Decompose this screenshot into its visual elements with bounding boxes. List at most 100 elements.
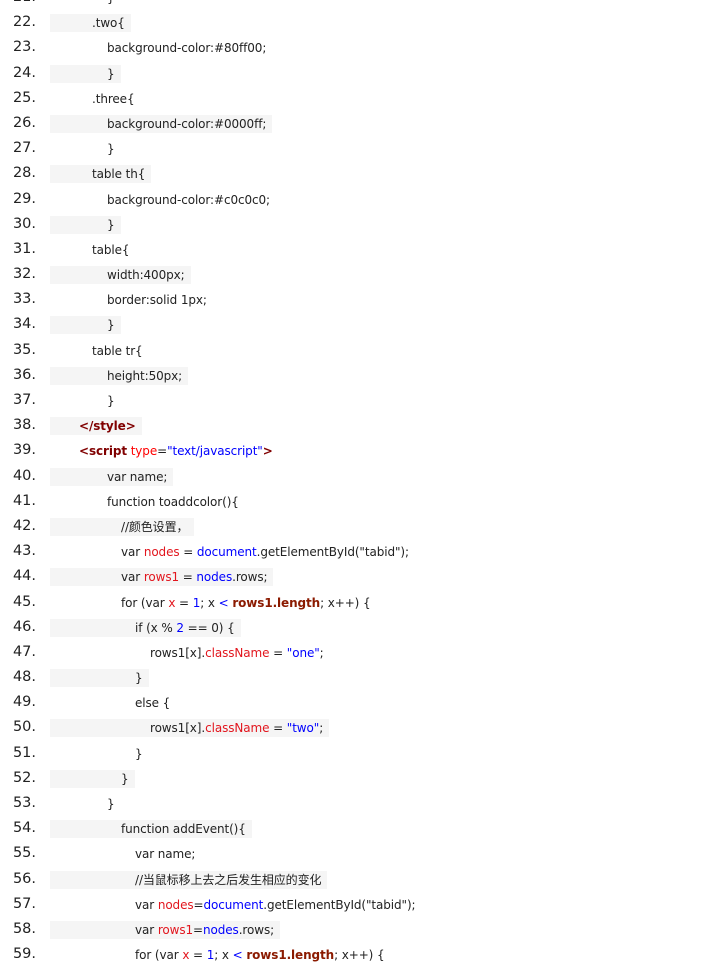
code-token: for (var	[121, 595, 169, 610]
code-text: else {	[135, 694, 176, 712]
line-number: 21.	[0, 0, 36, 10]
code-line: 24.}	[0, 61, 716, 86]
code-text: rows1[x].className = "two";	[50, 719, 330, 738]
code-text: var rows1 = nodes.rows;	[50, 568, 274, 587]
line-number: 58.	[12, 920, 36, 937]
line-number: 37.	[12, 392, 36, 408]
line-number: 45.	[12, 593, 36, 610]
code-token: for (var	[135, 948, 183, 963]
code-token: <	[79, 444, 89, 459]
code-text: var rows1=nodes.rows;	[50, 920, 281, 939]
line-number: 59.	[12, 946, 36, 963]
line-number: 29.	[12, 190, 36, 207]
code-token: nodes	[196, 570, 233, 585]
code-token: rows1[x].	[150, 645, 206, 660]
code-token: }	[135, 746, 143, 761]
code-token: x	[182, 948, 190, 963]
code-token: }	[135, 671, 143, 686]
code-line: 23.background-color:#80ff00;	[0, 35, 716, 60]
code-line: 37.}	[0, 388, 716, 413]
code-line: 28.table th{	[0, 161, 716, 186]
code-token: ; x	[200, 595, 219, 610]
line-number: 39.	[12, 442, 36, 459]
code-text: }	[50, 769, 135, 788]
line-number: 33.	[12, 291, 36, 308]
code-token: var	[135, 897, 158, 912]
code-token: == 0) {	[183, 620, 235, 635]
code-token: type	[126, 444, 158, 459]
code-token: }	[107, 0, 115, 5]
code-line: 58. var rows1=nodes.rows;	[0, 917, 716, 942]
code-line: 35.table tr{	[0, 338, 716, 363]
code-line: 27.}	[0, 136, 716, 161]
code-line: 59.for (var x = 1; x < rows1.length; x++…	[0, 942, 716, 967]
code-token: background-color:#c0c0c0;	[107, 192, 270, 207]
code-token: =	[157, 444, 168, 459]
line-number: 24.	[12, 64, 36, 81]
line-number: 51.	[12, 744, 36, 761]
line-number: 27.	[12, 140, 36, 157]
code-token: table tr{	[92, 343, 143, 358]
line-number: 56.	[12, 870, 36, 887]
code-token: ; x++) {	[334, 948, 385, 963]
code-token: }	[107, 217, 115, 232]
line-number: 25.	[12, 89, 36, 106]
code-token: background-color:#80ff00;	[107, 41, 267, 56]
line-number: 36.	[12, 366, 36, 383]
code-line: 22..two{	[0, 10, 716, 35]
code-token: =	[193, 922, 203, 937]
line-number: 38.	[12, 417, 36, 434]
code-token: width:400px;	[107, 268, 185, 283]
code-line: 21.}	[0, 0, 716, 10]
code-token: "text/javascript"	[167, 444, 263, 459]
code-token: }	[107, 318, 115, 333]
code-text: background-color:#80ff00;	[107, 39, 272, 57]
code-line: 48.}	[0, 665, 716, 690]
code-text: .two{	[50, 14, 131, 33]
code-text: table th{	[50, 165, 152, 184]
code-token: table th{	[92, 167, 146, 182]
line-number: 34.	[12, 316, 36, 333]
code-token: //当鼠标移上去之后发生相应的变化	[135, 872, 322, 887]
code-token: nodes	[157, 897, 194, 912]
code-token: ; x++) {	[320, 595, 371, 610]
code-token: style	[93, 419, 126, 434]
code-text: }	[135, 745, 149, 763]
code-line: 32.width:400px;	[0, 262, 716, 287]
code-line: 38. </style>	[0, 413, 716, 438]
code-token: 2	[176, 620, 184, 635]
line-number: 42.	[12, 517, 36, 534]
code-text: }	[50, 64, 121, 83]
code-token: rows1	[157, 922, 194, 937]
code-token: x	[168, 595, 176, 610]
code-text: background-color:#0000ff;	[50, 114, 273, 133]
code-token: }	[107, 797, 115, 811]
code-text: }	[50, 669, 149, 688]
code-token: >	[262, 444, 273, 459]
code-line: 40.var name;	[0, 464, 716, 489]
code-token: <	[232, 948, 243, 963]
code-line: 45.for (var x = 1; x < rows1.length; x++…	[0, 590, 716, 615]
code-line: 31.table{	[0, 237, 716, 262]
code-token: nodes	[143, 545, 180, 560]
line-number: 46.	[12, 618, 36, 635]
code-token: script	[88, 444, 127, 459]
code-token: background-color:#0000ff;	[107, 116, 267, 131]
line-number: 48.	[12, 669, 36, 686]
code-line: 50.rows1[x].className = "two";	[0, 715, 716, 740]
code-token: .two{	[92, 16, 125, 31]
code-token: className	[205, 645, 270, 660]
code-text: var name;	[135, 845, 201, 863]
code-token: "one"	[286, 645, 320, 660]
code-text: var nodes = document.getElementById("tab…	[121, 543, 415, 561]
code-token: function toaddcolor(){	[107, 494, 239, 509]
code-token: rows1	[143, 570, 180, 585]
code-token: var	[121, 545, 144, 560]
line-number: 49.	[12, 694, 36, 711]
code-text: }	[107, 795, 121, 813]
code-line: 54.function addEvent(){	[0, 816, 716, 841]
code-text: </style>	[50, 417, 142, 436]
code-token: =	[175, 595, 193, 610]
line-number: 30.	[12, 215, 36, 232]
code-line: 25..three{	[0, 86, 716, 111]
